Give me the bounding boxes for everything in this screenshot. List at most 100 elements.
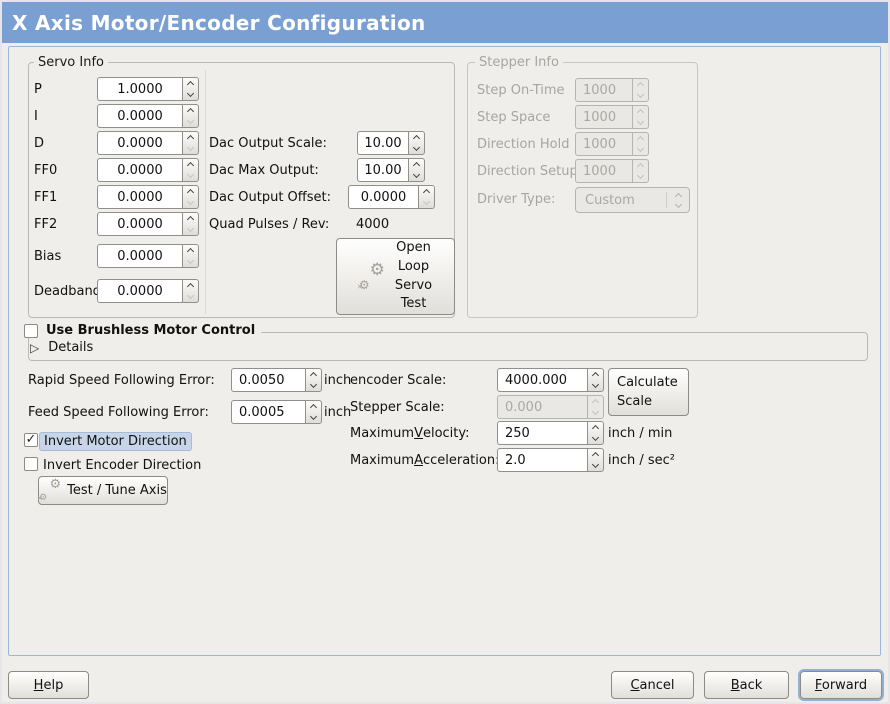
ff0-label: FF0 xyxy=(34,162,58,178)
bias-spinner[interactable] xyxy=(182,244,199,268)
back-label: Back xyxy=(730,677,763,693)
bias-input[interactable]: 0.0000 xyxy=(97,244,182,268)
d-spinner[interactable] xyxy=(182,131,199,155)
driver-type-label: Driver Type: xyxy=(477,191,556,207)
p-spinner[interactable] xyxy=(182,77,199,101)
dac-max-output-spinner[interactable] xyxy=(408,158,425,182)
stepper-scale-spinner xyxy=(587,395,604,419)
step-on-time-label: Step On-Time xyxy=(477,82,565,98)
ff2-input[interactable]: 0.0000 xyxy=(97,212,182,236)
ff0-spinner[interactable] xyxy=(182,158,199,182)
maximum-velocity-spinner[interactable] xyxy=(587,421,604,445)
feed-following-error-spinner[interactable] xyxy=(305,400,322,424)
dac-output-scale-spinner[interactable] xyxy=(408,131,425,155)
cancel-button[interactable]: Cancel xyxy=(611,671,694,699)
step-on-time-spinner xyxy=(632,78,649,102)
calculate-scale-label: Calculate Scale xyxy=(617,374,678,410)
maximum-acceleration-spinner[interactable] xyxy=(587,448,604,472)
rapid-following-error-spinner[interactable] xyxy=(305,368,322,392)
direction-setup-label: Direction Setup xyxy=(477,163,578,179)
cancel-label: Cancel xyxy=(630,677,675,693)
step-space-label: Step Space xyxy=(477,109,551,125)
stepper-scale-input: 0.000 xyxy=(497,395,587,419)
dac-max-output-input[interactable]: 10.00 xyxy=(357,158,408,182)
expander-arrow-icon: ▷ xyxy=(30,340,40,355)
open-loop-servo-test-label: Open Loop Servo Test xyxy=(394,239,433,312)
dac-output-offset-input[interactable]: 0.0000 xyxy=(348,185,418,209)
invert-encoder-checkbox[interactable] xyxy=(24,457,38,471)
encoder-scale-label: encoder Scale: xyxy=(350,372,447,388)
bias-label: Bias xyxy=(34,248,62,264)
brushless-frame xyxy=(28,332,868,361)
test-tune-axis-button[interactable]: ⚙ ⚙ ✕ Test / Tune Axis xyxy=(37,476,168,505)
maximum-velocity-unit: inch / min xyxy=(608,425,673,441)
deadband-input[interactable]: 0.0000 xyxy=(97,279,182,303)
ff2-label: FF2 xyxy=(34,216,58,232)
help-label: Help xyxy=(33,677,64,693)
i-input[interactable]: 0.0000 xyxy=(97,104,182,128)
calculate-scale-button[interactable]: Calculate Scale xyxy=(608,368,689,416)
feed-following-error-input[interactable]: 0.0005 xyxy=(231,400,305,424)
encoder-scale-spinner[interactable] xyxy=(587,368,604,392)
encoder-scale-input[interactable]: 4000.000 xyxy=(497,368,587,392)
ff1-label: FF1 xyxy=(34,189,58,205)
page-title-bar: X Axis Motor/Encoder Configuration xyxy=(2,2,888,43)
gears-icon: ⚙ ⚙ ✕ xyxy=(37,476,62,503)
maximum-acceleration-input[interactable]: 2.0 xyxy=(497,448,587,472)
dac-output-offset-label: Dac Output Offset: xyxy=(209,189,331,205)
deadband-label: Deadband xyxy=(34,283,101,299)
stepper-info-frame-title: Stepper Info xyxy=(475,55,563,70)
feed-following-error-unit: inch xyxy=(324,404,352,420)
test-tune-axis-label: Test / Tune Axis xyxy=(67,483,167,498)
i-spinner[interactable] xyxy=(182,104,199,128)
open-loop-servo-test-button[interactable]: ⚙ ⚙ ✕ Open Loop Servo Test xyxy=(336,238,455,315)
combo-arrows-icon xyxy=(667,192,689,209)
p-label: P xyxy=(34,81,42,97)
stepper-scale-label: Stepper Scale: xyxy=(350,399,445,415)
page-title: X Axis Motor/Encoder Configuration xyxy=(12,10,426,35)
invert-encoder-label[interactable]: Invert Encoder Direction xyxy=(43,457,202,473)
help-button[interactable]: Help xyxy=(8,671,89,699)
use-brushless-checkbox[interactable] xyxy=(24,323,38,338)
quad-pulses-label: Quad Pulses / Rev: xyxy=(209,216,330,232)
rapid-following-error-unit: inch xyxy=(324,372,352,388)
ff0-input[interactable]: 0.0000 xyxy=(97,158,182,182)
back-button[interactable]: Back xyxy=(704,671,789,699)
rapid-following-error-input[interactable]: 0.0050 xyxy=(231,368,305,392)
brushless-legend: Use Brushless Motor Control xyxy=(22,323,262,338)
details-label: Details xyxy=(48,340,94,355)
dac-max-output-label: Dac Max Output: xyxy=(209,162,319,178)
d-label: D xyxy=(34,135,45,151)
i-label: I xyxy=(34,108,38,124)
ff1-spinner[interactable] xyxy=(182,185,199,209)
servo-frame-divider xyxy=(205,70,206,314)
forward-button[interactable]: Forward xyxy=(800,671,882,699)
invert-motor-checkbox[interactable]: ✓ xyxy=(24,432,38,447)
step-space-input: 1000 xyxy=(575,105,632,129)
feed-following-error-label: Feed Speed Following Error: xyxy=(28,404,209,420)
ff1-input[interactable]: 0.0000 xyxy=(97,185,182,209)
direction-hold-label: Direction Hold xyxy=(477,136,570,152)
dac-output-scale-input[interactable]: 10.00 xyxy=(357,131,408,155)
stepper-info-frame xyxy=(467,62,698,318)
driver-type-select: Custom xyxy=(575,187,690,213)
dac-output-offset-spinner[interactable] xyxy=(418,185,435,209)
direction-setup-spinner xyxy=(632,159,649,183)
dac-output-scale-label: Dac Output Scale: xyxy=(209,135,327,151)
rapid-following-error-label: Rapid Speed Following Error: xyxy=(28,372,215,388)
forward-label: Forward xyxy=(814,677,868,693)
p-input[interactable]: 1.0000 xyxy=(97,77,182,101)
driver-type-value: Custom xyxy=(585,192,635,208)
maximum-acceleration-unit: inch / sec² xyxy=(608,452,676,468)
details-expander[interactable]: ▷ Details xyxy=(30,340,93,355)
step-space-spinner xyxy=(632,105,649,129)
direction-hold-spinner xyxy=(632,132,649,156)
invert-motor-label[interactable]: Invert Motor Direction xyxy=(39,431,192,451)
maximum-velocity-input[interactable]: 250 xyxy=(497,421,587,445)
ff2-spinner[interactable] xyxy=(182,212,199,236)
quad-pulses-value: 4000 xyxy=(356,216,390,232)
deadband-spinner[interactable] xyxy=(182,279,199,303)
servo-info-frame-title: Servo Info xyxy=(34,55,108,70)
d-input[interactable]: 0.0000 xyxy=(97,131,182,155)
